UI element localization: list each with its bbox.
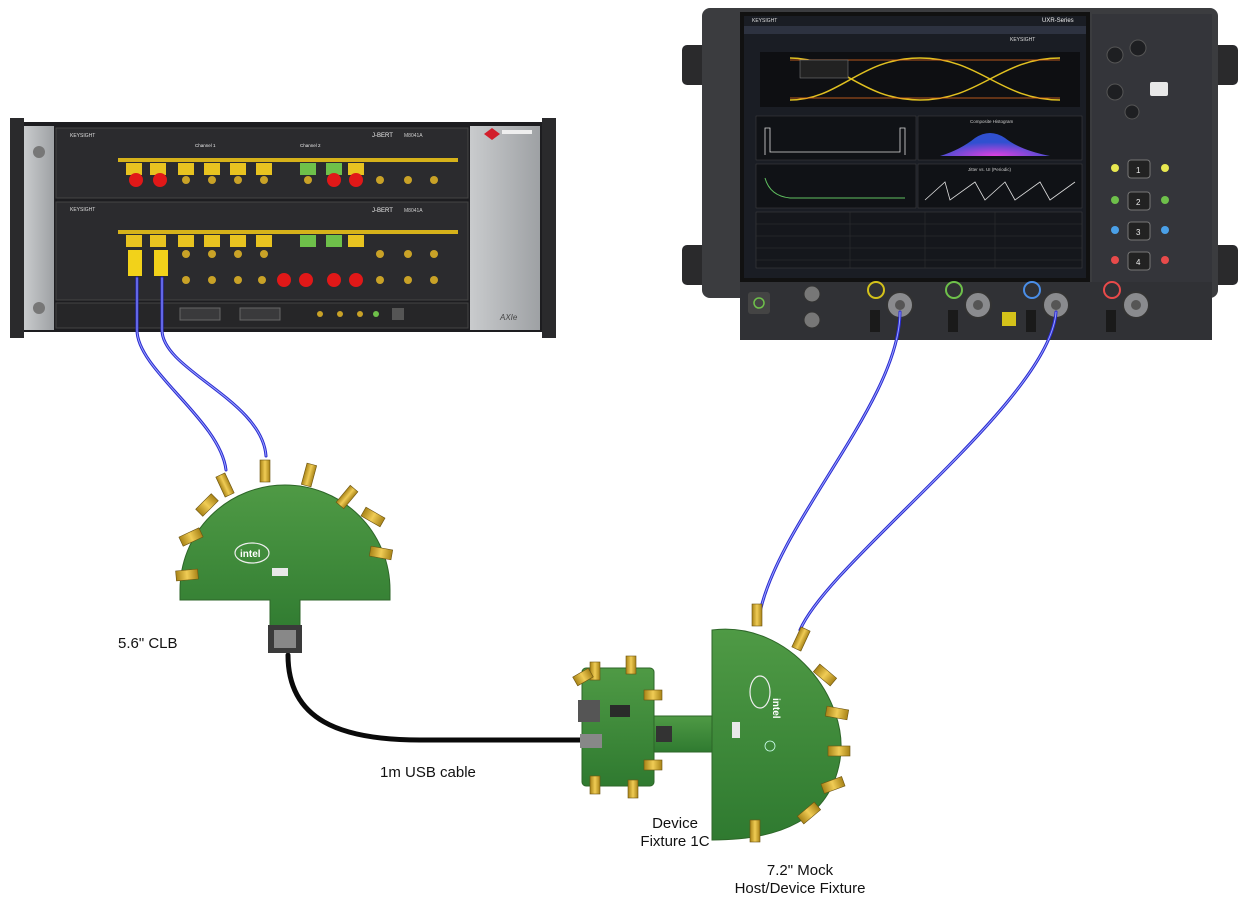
bert-brand-label-2: KEYSIGHT: [70, 207, 95, 213]
scope-brand-right: KEYSIGHT: [1010, 37, 1035, 43]
panel-title-histogram: Composite Histogram: [970, 119, 1014, 124]
panel-title-jitter: Jitter vs. UI (Periodic): [968, 167, 1012, 172]
mock-fixture: intel: [711, 603, 851, 843]
scope-power-button: [748, 292, 770, 314]
mock-fixture-label-line-2: Host/Device Fixture: [734, 880, 866, 897]
scope-brand: KEYSIGHT: [752, 18, 777, 24]
intel-logo-icon-mock: intel: [749, 675, 781, 719]
clb-label: 5.6" CLB: [118, 635, 178, 652]
svg-text:1: 1: [1136, 166, 1141, 175]
coax-cables-scope-to-mock: [758, 310, 1058, 632]
device-fixture-label: Device Fixture 1C: [620, 815, 730, 851]
bert-module-1-connectors: [118, 158, 458, 187]
bert-channel-2: Channel 2: [300, 143, 321, 148]
svg-text:2: 2: [1136, 198, 1141, 207]
usb-cable-label: 1m USB cable: [380, 764, 476, 781]
bert-instrument: KEYSIGHT KEYSIGHT J-BERT J-BERT M8041A M…: [10, 118, 556, 338]
scope-series: UXR-Series: [1042, 18, 1074, 24]
mock-sma-connectors: [749, 603, 851, 843]
svg-text:3: 3: [1136, 228, 1141, 237]
bert-frame-logo: AXIe: [499, 313, 518, 322]
device-fixture-label-line-1: Device: [652, 815, 698, 832]
svg-text:4: 4: [1136, 258, 1141, 267]
bert-name-label: J-BERT: [372, 133, 393, 139]
usb-cable: [285, 652, 588, 743]
bert-name-label-2: J-BERT: [372, 208, 393, 214]
oscilloscope: KEYSIGHT KEYSIGHT UXR-Series Composite H…: [682, 8, 1238, 340]
coax-cables-bert-to-clb: [135, 276, 268, 472]
svg-text:intel: intel: [240, 549, 261, 560]
device-fixture-label-line-2: Fixture 1C: [640, 833, 710, 850]
bert-channel-1: Channel 1: [195, 143, 216, 148]
keysight-logo-icon: [484, 128, 532, 140]
mock-fixture-label-line-1: 7.2" Mock: [766, 862, 834, 879]
bert-system-module: [179, 307, 404, 321]
scope-knobs: 1 2 3 4: [1106, 39, 1169, 271]
svg-text:intel: intel: [770, 698, 781, 719]
clb-fixture: intel: [175, 459, 394, 653]
bert-brand-label: KEYSIGHT: [70, 133, 95, 139]
intel-logo-icon: intel: [234, 542, 270, 564]
bert-module-2-connectors: [118, 230, 458, 287]
device-fixture-1c: [572, 655, 715, 799]
bert-model-top: M8041A: [404, 133, 423, 139]
bert-model-bottom: M8041A: [404, 208, 423, 214]
clb-sma-connectors: [175, 459, 394, 582]
mock-fixture-label: 7.2" Mock Host/Device Fixture: [720, 862, 880, 898]
